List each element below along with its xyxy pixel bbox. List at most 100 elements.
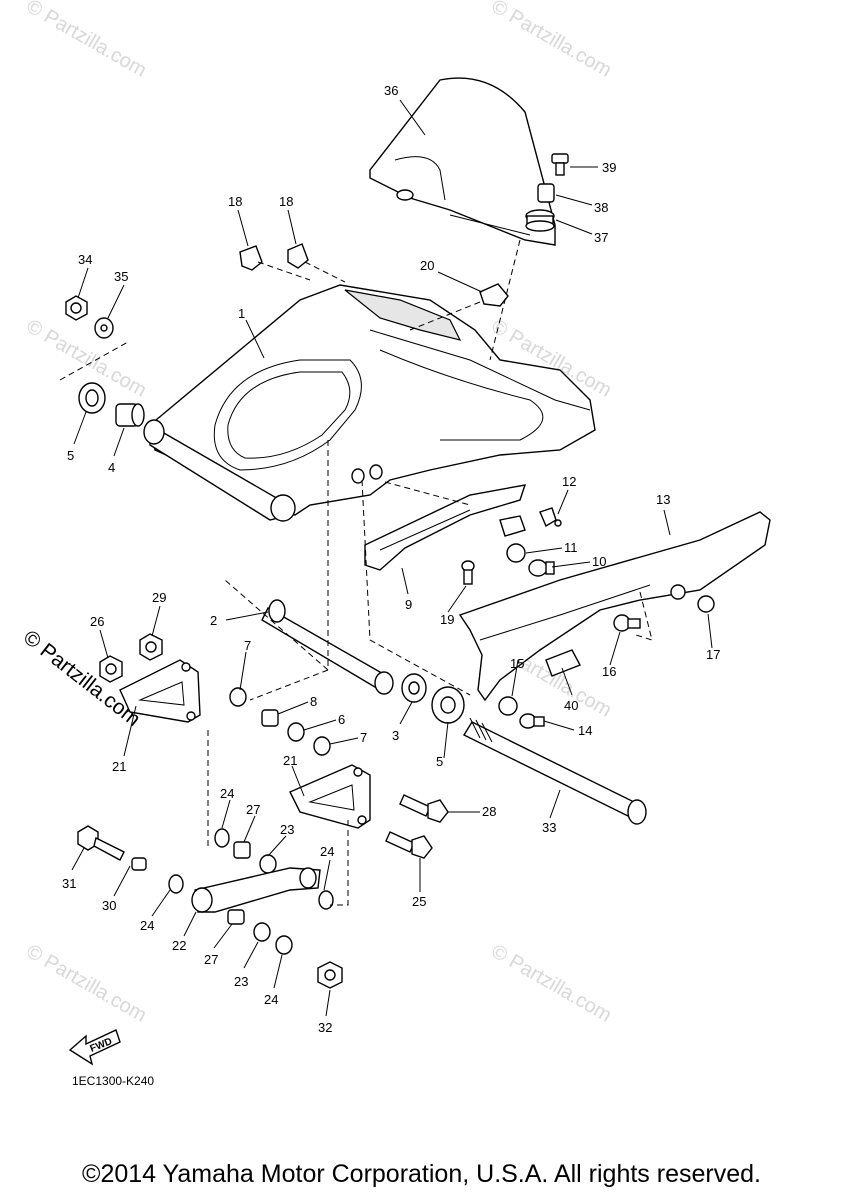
bolt-28 [399,794,449,823]
rear-axle-33 [463,717,647,825]
pivot-shaft-2 [261,599,394,695]
callout-10: 10 [592,554,606,569]
collar-27-a [233,841,251,859]
callout-5-upper: 5 [67,448,74,463]
washer-7-upper [229,687,247,707]
callout-36: 36 [384,83,398,98]
callout-37: 37 [594,230,608,245]
callout-16: 16 [602,664,616,679]
fwd-arrow-icon: FWD [68,1029,121,1066]
callout-7-lower: 7 [360,730,367,745]
callout-27-a: 27 [246,802,260,817]
leader-lines [71,99,713,1017]
bolt-10 [528,559,555,577]
callout-4: 4 [108,460,115,475]
callout-29: 29 [152,590,166,605]
callout-21-upper: 21 [112,759,126,774]
watermark: © Partzilla.com [23,0,151,82]
callout-11: 11 [564,540,578,555]
callout-1: 1 [238,306,245,321]
screw-39 [551,153,569,176]
callout-24-a: 24 [220,786,234,801]
seal-5-lower [431,686,465,724]
copyright-notice: ©2014 Yamaha Motor Corporation, U.S.A. A… [82,1160,761,1188]
diagram-code: 1EC1300-K240 [72,1074,155,1088]
callout-2: 2 [210,613,217,628]
label-40 [545,649,581,677]
callout-20: 20 [420,258,434,273]
callout-22: 22 [172,938,186,953]
watermark: © Partzilla.com [23,940,151,1026]
callout-39: 39 [602,160,616,175]
bolt-25 [385,831,433,859]
callout-24-b: 24 [320,844,334,859]
callout-28: 28 [482,804,496,819]
washer-24-a [214,828,230,848]
nut-26 [99,655,123,683]
seal-5-upper [78,382,106,414]
callout-9: 9 [405,597,412,612]
bolt-14 [519,713,545,729]
callout-30: 30 [102,898,116,913]
callout-32: 32 [318,1020,332,1035]
bearing-3 [401,673,427,703]
callout-5-lower: 5 [436,754,443,769]
callout-31: 31 [62,876,76,891]
rivet-19 [461,560,475,585]
grommet-37 [525,209,555,232]
fwd-label: FWD [89,1036,114,1055]
washer-17 [697,595,715,613]
callout-24-d: 24 [264,992,278,1007]
bracket-21-lower [289,764,371,829]
nut-32 [317,961,343,989]
collar-38 [537,183,555,203]
washer-15 [498,696,518,716]
callout-labels: 36 39 38 37 18 18 20 34 3 5 1 5 4 12 13 1… [62,83,720,1035]
bearing-23-a [259,854,277,874]
callout-14: 14 [578,723,592,738]
bearing-4 [115,403,145,427]
chain-cover-13 [458,511,771,702]
bolt-16 [613,614,641,632]
rear-fender-36 [369,77,556,246]
watermark: © Partzilla.com [488,940,616,1026]
chain-guide-9 [364,484,527,571]
washer-24-d [275,935,293,955]
bolt-31 [77,825,125,861]
callout-25: 25 [412,894,426,909]
watermark-strong: © Partzilla.com [19,626,145,731]
clip-20 [479,283,509,307]
nut-34 [65,295,88,321]
callout-21-lower: 21 [283,753,297,768]
bearing-23-b [253,922,271,942]
washer-24-c [168,874,184,894]
swingarm-1 [143,284,596,522]
callout-33: 33 [542,820,556,835]
callout-18-left: 18 [228,194,242,209]
collar-30 [131,857,147,871]
callout-27-b: 27 [204,952,218,967]
washer-11 [506,543,526,563]
callout-38: 38 [594,200,608,215]
alignment-lines [59,239,653,906]
callout-12: 12 [562,474,576,489]
relay-arm-22 [191,867,321,913]
collar-27-b [227,909,245,925]
callout-3: 3 [392,728,399,743]
callout-8: 8 [310,694,317,709]
bearing-6 [287,722,305,742]
callout-17: 17 [706,647,720,662]
callout-6: 6 [338,712,345,727]
callout-15: 15 [510,656,524,671]
callout-18-right: 18 [279,194,293,209]
callout-40: 40 [564,698,578,713]
clip-18-left [239,245,263,271]
callout-23-a: 23 [280,822,294,837]
callout-34: 34 [78,252,92,267]
callout-13: 13 [656,492,670,507]
callout-24-c: 24 [140,918,154,933]
part-drawings: FWD [65,77,771,1066]
callout-19: 19 [440,612,454,627]
nut-29 [139,633,163,661]
